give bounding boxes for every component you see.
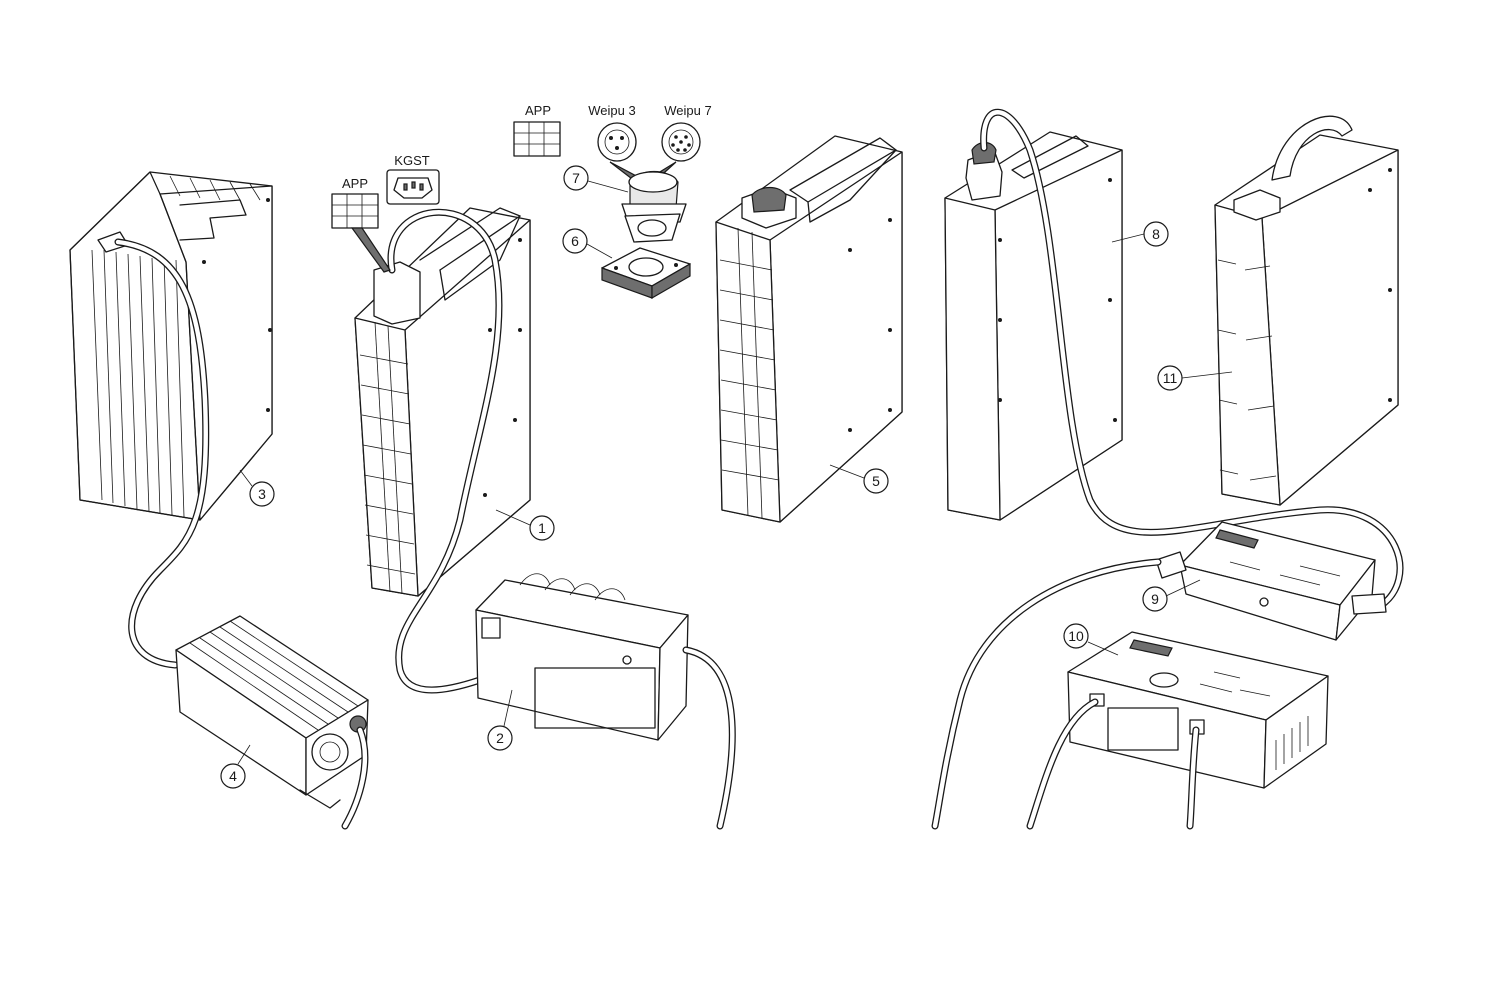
label-app-left: APP <box>342 176 368 191</box>
callout-5: 5 <box>829 464 889 494</box>
callout-10: 10 <box>1063 623 1119 656</box>
svg-text:8: 8 <box>1152 226 1160 242</box>
callout-8: 8 <box>1111 221 1169 247</box>
svg-text:9: 9 <box>1151 591 1159 607</box>
callout-6: 6 <box>562 228 613 259</box>
callout-7: 7 <box>563 165 629 193</box>
callout-2: 2 <box>487 689 513 751</box>
socket-cap <box>621 170 687 243</box>
cable-8-9 <box>980 108 1404 610</box>
svg-text:3: 3 <box>258 486 266 502</box>
callout-11: 11 <box>1157 365 1233 391</box>
battery-weipu-plug <box>944 131 1123 521</box>
connector-kgst <box>386 169 440 205</box>
connector-weipu3 <box>597 122 637 162</box>
callout-4: 4 <box>220 744 251 789</box>
charger-plastic <box>475 573 736 830</box>
base-station <box>1067 631 1329 789</box>
connector-weipu7 <box>661 122 701 162</box>
callout-9: 9 <box>1142 579 1201 612</box>
label-weipu7: Weipu 7 <box>664 103 711 118</box>
svg-text:11: 11 <box>1163 370 1178 386</box>
svg-text:5: 5 <box>872 473 880 489</box>
svg-text:6: 6 <box>571 233 579 249</box>
svg-text:1: 1 <box>538 520 546 536</box>
charger-aluminium <box>175 615 369 830</box>
callout-3: 3 <box>239 469 275 507</box>
cables-10 <box>1026 698 1200 830</box>
svg-text:4: 4 <box>229 768 237 784</box>
callout-1: 1 <box>495 509 555 541</box>
cable-9-out <box>931 558 1162 830</box>
svg-text:7: 7 <box>572 170 580 186</box>
label-app-top: APP <box>525 103 551 118</box>
battery-finned <box>69 171 273 521</box>
connector-app-top <box>513 121 561 157</box>
cable-3-4 <box>114 238 210 669</box>
control-unit <box>1155 521 1387 641</box>
svg-text:2: 2 <box>496 730 504 746</box>
mounting-plate <box>601 247 691 300</box>
cable-1-2 <box>387 208 503 694</box>
battery-round-socket <box>715 135 903 523</box>
connector-app-left <box>331 193 391 273</box>
battery-handle <box>1214 115 1399 506</box>
label-kgst: KGST <box>394 153 429 168</box>
svg-text:10: 10 <box>1068 628 1084 644</box>
label-weipu3: Weipu 3 <box>588 103 635 118</box>
